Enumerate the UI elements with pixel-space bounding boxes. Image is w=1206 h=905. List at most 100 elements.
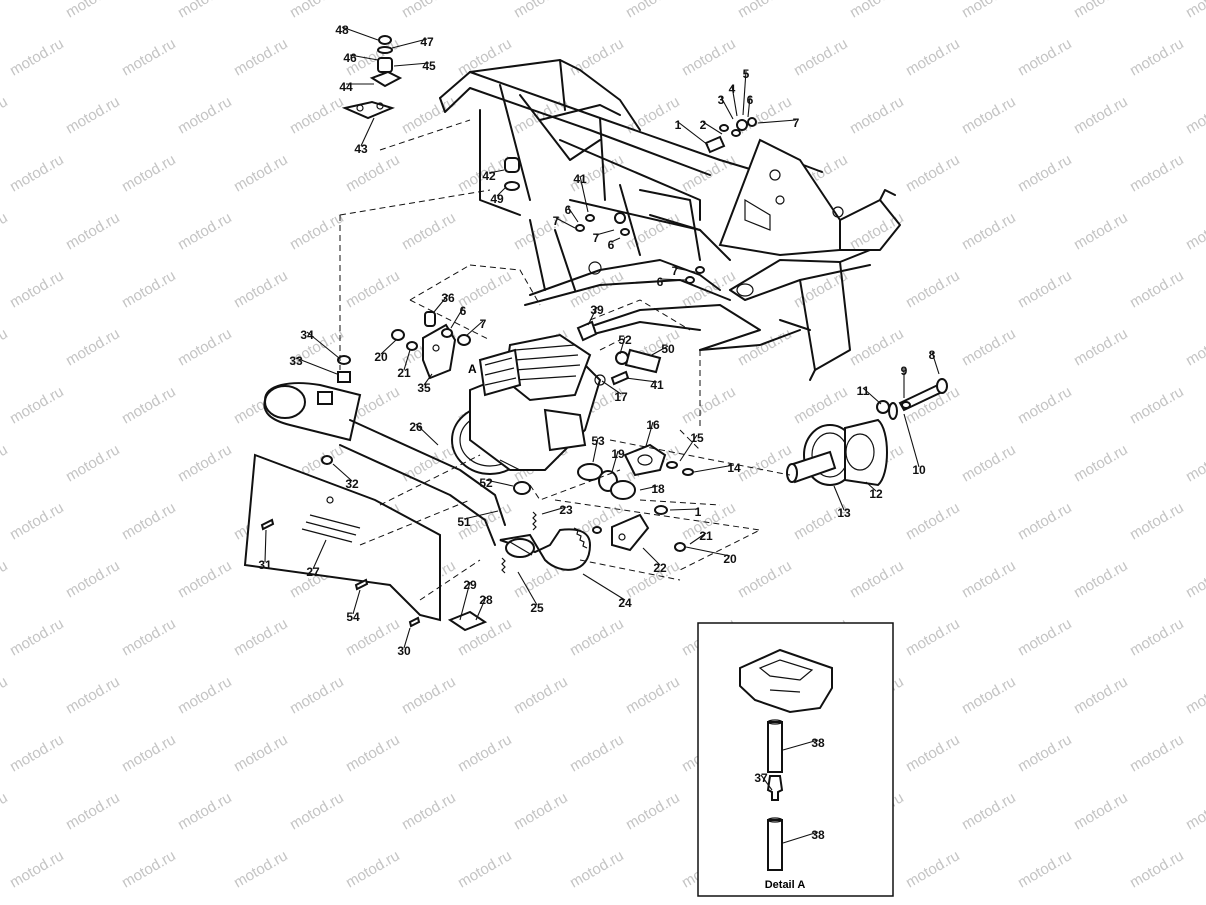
part-number-label: 18 (651, 482, 665, 496)
watermark-text: motod.ru (679, 151, 739, 195)
part-number-label: 34 (300, 328, 314, 342)
callout-52: 52 (479, 476, 514, 490)
leader-line (517, 571, 538, 606)
watermark-text: motod.ru (399, 441, 459, 485)
watermark-text: motod.ru (1127, 383, 1187, 427)
part-number-label: 23 (559, 503, 573, 517)
part-number-label: 26 (409, 420, 423, 434)
callout-38: 38 (782, 828, 825, 844)
callout-7: 7 (553, 214, 576, 229)
watermark-text: motod.ru (1127, 847, 1187, 891)
watermark-text: motod.ru (0, 0, 11, 21)
part-number-label: 52 (618, 333, 632, 347)
part-number-label: 7 (593, 231, 600, 245)
leader-line (782, 831, 819, 844)
leader-line (639, 485, 659, 491)
watermark-text: motod.ru (63, 673, 123, 717)
leader-line (475, 596, 487, 621)
callout-6: 6 (565, 203, 579, 223)
leader-line (619, 336, 626, 355)
leader-line (903, 413, 920, 468)
watermark-text: motod.ru (0, 441, 11, 485)
watermark-text: motod.ru (0, 325, 11, 369)
leader-line (674, 267, 696, 273)
watermark-text: motod.ru (1127, 151, 1187, 195)
watermark-text: motod.ru (735, 441, 795, 485)
part-number-label: 13 (837, 506, 851, 520)
callout-22: 22 (642, 547, 667, 575)
part-number-label: 35 (417, 381, 431, 395)
watermark-text: motod.ru (1015, 615, 1075, 659)
watermark-text: motod.ru (959, 0, 1019, 21)
watermark-text: motod.ru (903, 731, 963, 775)
watermark-text: motod.ru (343, 151, 403, 195)
leader-line (433, 294, 449, 313)
watermark-text: motod.ru (455, 731, 515, 775)
callout-31: 31 (258, 529, 272, 572)
watermark-text: motod.ru (1127, 499, 1187, 543)
watermark-text: motod.ru (399, 789, 459, 833)
leader-line (567, 206, 579, 223)
watermark-text: motod.ru (343, 847, 403, 891)
watermark-text: motod.ru (399, 209, 459, 253)
callout-21: 21 (689, 529, 713, 545)
leader-line (459, 581, 471, 621)
part-number-label: 16 (646, 418, 660, 432)
part-number-label: 33 (289, 354, 303, 368)
watermark-text: motod.ru (1015, 731, 1075, 775)
watermark-text: motod.ru (1183, 325, 1206, 369)
part-number-label: 38 (811, 828, 825, 842)
callout-3: 3 (718, 93, 734, 120)
part-number-label: 6 (565, 203, 572, 217)
callout-37: 37 (754, 771, 773, 791)
watermark-text: motod.ru (231, 35, 291, 79)
watermark-text: motod.ru (1015, 35, 1075, 79)
watermark-text: motod.ru (735, 0, 795, 21)
watermark-text: motod.ru (1183, 673, 1206, 717)
intake-parts (577, 443, 694, 500)
leader-line (757, 119, 797, 124)
watermark-text: motod.ru (847, 209, 907, 253)
part-number-label: 44 (339, 80, 353, 94)
part-number-label: 52 (479, 476, 493, 490)
watermark-text: motod.ru (623, 0, 683, 21)
leader-line (465, 320, 484, 337)
part-number-label: 6 (657, 275, 664, 289)
part-number-label: 46 (343, 51, 357, 65)
watermark-text: motod.ru (7, 615, 67, 659)
watermark-text: motod.ru (1183, 557, 1206, 601)
leader-line (760, 774, 773, 791)
assembly-lines (339, 119, 791, 601)
misc-bolts (260, 117, 757, 632)
watermark-text: motod.ru (1015, 267, 1075, 311)
part-number-label: 43 (354, 142, 368, 156)
leader-line (360, 117, 375, 147)
callout-16: 16 (645, 418, 660, 447)
part-number-label: 47 (420, 35, 434, 49)
part-number-label: 42 (482, 169, 496, 183)
leader-line (391, 38, 428, 49)
watermark-text: motod.ru (287, 789, 347, 833)
watermark-text: motod.ru (959, 93, 1019, 137)
watermark-text: motod.ru (63, 209, 123, 253)
callout-23: 23 (541, 503, 573, 517)
callout-33: 33 (289, 354, 338, 375)
part-number-label: 50 (661, 342, 675, 356)
leader-line (463, 510, 499, 520)
exhaust-bracket (611, 505, 686, 552)
watermark-text: motod.ru (119, 383, 179, 427)
watermark-text: motod.ru (1127, 615, 1187, 659)
watermark-text: motod.ru (231, 151, 291, 195)
callout-44: 44 (339, 80, 374, 94)
leader-line (611, 450, 619, 473)
part-number-label: 24 (618, 596, 632, 610)
vehicle-frame (439, 59, 901, 381)
watermark-text: motod.ru (7, 731, 67, 775)
callout-45: 45 (393, 59, 436, 73)
callout-18: 18 (639, 482, 665, 496)
callout-47: 47 (391, 35, 434, 49)
engine-mount-plate (391, 311, 471, 380)
leader-line (349, 54, 379, 61)
watermark-text: motod.ru (847, 0, 907, 21)
watermark-text: motod.ru (0, 209, 11, 253)
